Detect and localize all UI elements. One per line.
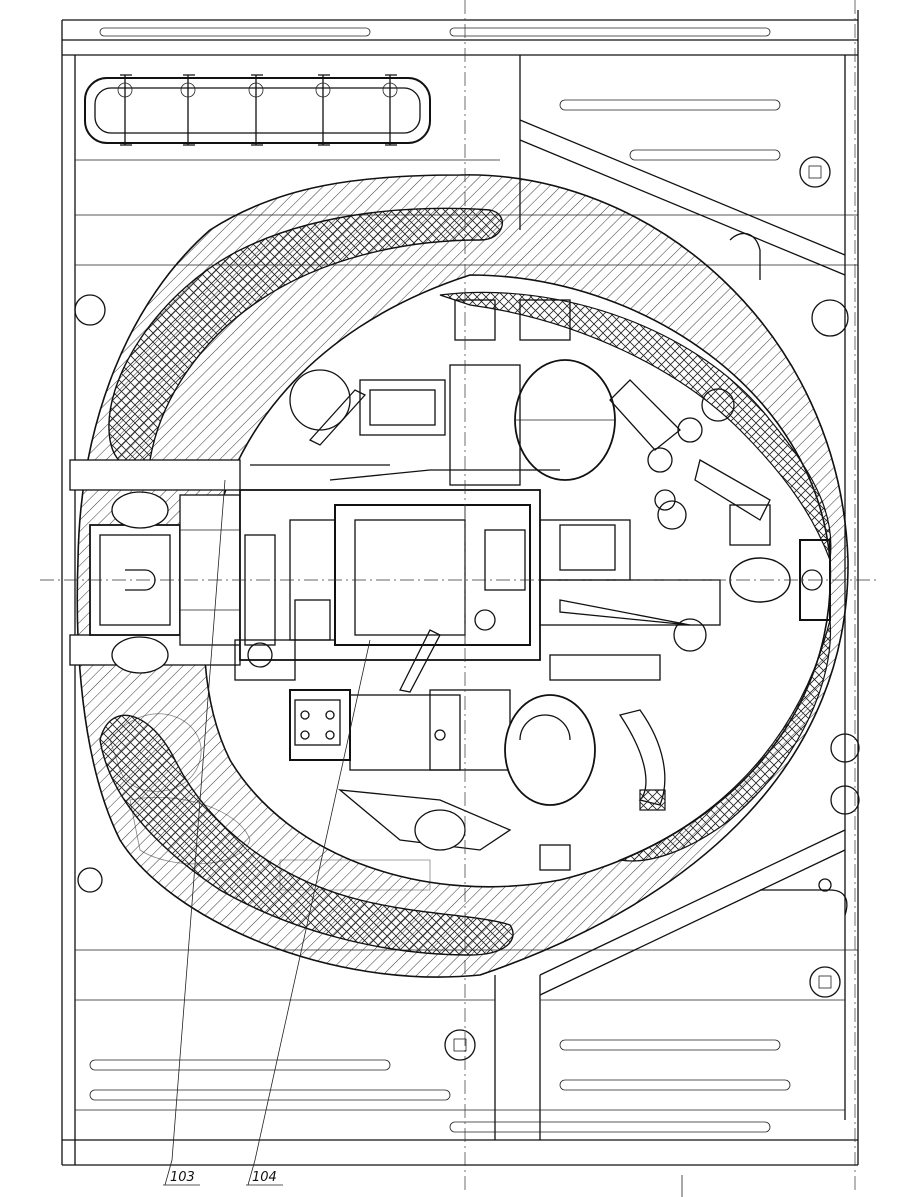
ghost-outline <box>109 713 431 891</box>
leader-lines <box>164 479 683 1197</box>
upper-equipment <box>250 299 771 546</box>
right-hull-fittings <box>74 156 860 1061</box>
callout-104: 104 <box>252 1170 277 1185</box>
rail-assembly <box>84 74 431 146</box>
callout-labels: 103 104 <box>163 1170 283 1186</box>
callout-103: 103 <box>170 1170 195 1185</box>
gun-mantlet <box>69 459 241 674</box>
centre-lines <box>40 0 880 1190</box>
gun-breech <box>234 489 721 693</box>
lower-equipment <box>289 689 596 871</box>
